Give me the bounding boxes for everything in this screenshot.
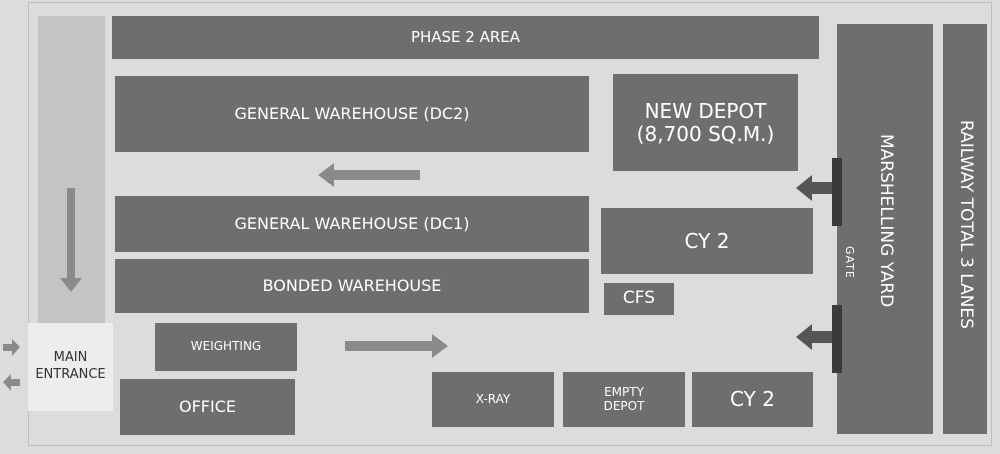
arrow-right-icon xyxy=(345,334,448,358)
arrow-entrance-out-icon xyxy=(3,374,20,391)
arrow-entrance-in-icon xyxy=(3,339,20,356)
gate-bar-upper xyxy=(832,158,842,226)
arrow-down-icon xyxy=(60,188,82,292)
x-ray-label: X-RAY xyxy=(475,391,511,406)
general-warehouse-dc2-label: GENERAL WAREHOUSE (DC2) xyxy=(234,103,470,123)
marshelling-yard-label: MARSHELLING YARD xyxy=(875,134,896,308)
container-yard-2-lower: CY 2 xyxy=(692,372,813,427)
x-ray: X-RAY xyxy=(432,372,554,427)
gate-bar-lower xyxy=(832,305,842,373)
railway-lanes-label: RAILWAY TOTAL 3 LANES xyxy=(955,120,976,329)
arrow-left-icon xyxy=(318,163,420,187)
marshelling-yard: MARSHELLING YARD xyxy=(837,24,933,434)
container-yard-2-upper: CY 2 xyxy=(601,208,813,274)
office-label: OFFICE xyxy=(179,396,236,416)
main-entrance-label-line2: ENTRANCE xyxy=(35,367,106,382)
main-entrance-label-line1: MAIN xyxy=(53,350,88,366)
arrow-gate-upper-icon xyxy=(796,175,832,201)
main-entrance: MAIN ENTRANCE xyxy=(28,323,113,411)
weighting-label: WEIGHTING xyxy=(190,339,262,354)
cfs: CFS xyxy=(604,283,674,315)
container-yard-2-upper-label: CY 2 xyxy=(684,228,730,253)
empty-depot: EMPTY DEPOT xyxy=(563,372,685,427)
general-warehouse-dc2: GENERAL WAREHOUSE (DC2) xyxy=(115,76,589,152)
empty-depot-label-line1: EMPTY xyxy=(604,384,644,399)
bonded-warehouse-label: BONDED WAREHOUSE xyxy=(262,275,442,295)
new-depot: NEW DEPOT (8,700 SQ.M.) xyxy=(613,74,798,171)
arrow-gate-lower-icon xyxy=(796,324,832,350)
site-boundary xyxy=(28,2,992,446)
new-depot-label: NEW DEPOT xyxy=(644,98,767,123)
railway-lanes: RAILWAY TOTAL 3 LANES xyxy=(943,24,987,434)
general-warehouse-dc1: GENERAL WAREHOUSE (DC1) xyxy=(115,196,589,252)
cfs-label: CFS xyxy=(622,288,656,309)
new-depot-area: (8,700 SQ.M.) xyxy=(636,121,775,146)
office: OFFICE xyxy=(120,379,295,435)
phase-2-area-label: PHASE 2 AREA xyxy=(410,27,521,46)
weighting: WEIGHTING xyxy=(155,323,297,371)
phase-2-area: PHASE 2 AREA xyxy=(112,16,819,59)
empty-depot-label-line2: DEPOT xyxy=(603,398,645,413)
gate-label: GATE xyxy=(843,246,856,279)
container-yard-2-lower-label: CY 2 xyxy=(730,387,775,411)
bonded-warehouse: BONDED WAREHOUSE xyxy=(115,259,589,313)
general-warehouse-dc1-label: GENERAL WAREHOUSE (DC1) xyxy=(234,213,470,233)
